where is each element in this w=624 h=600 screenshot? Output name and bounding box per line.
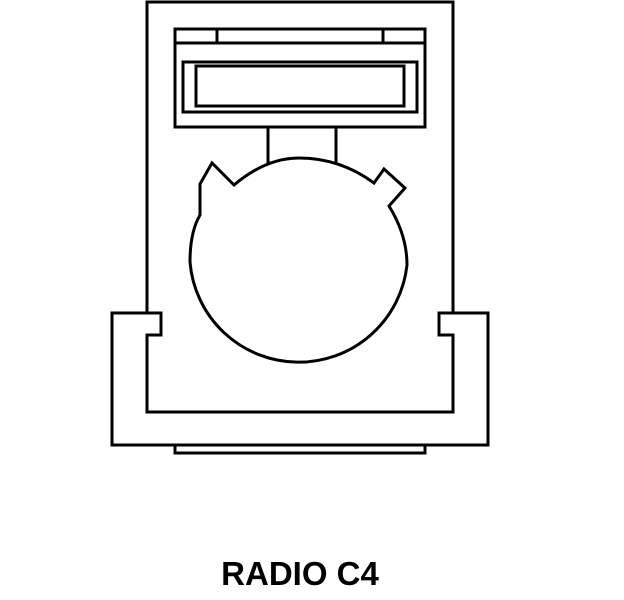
latch-window-outer xyxy=(181,60,419,114)
latch-top-tab xyxy=(215,27,385,45)
round-socket xyxy=(188,156,409,364)
latch-window-inner xyxy=(194,64,406,108)
stem xyxy=(266,125,338,165)
mounting-bracket xyxy=(110,311,490,447)
base-strip xyxy=(173,443,427,455)
connector-diagram xyxy=(110,0,490,455)
diagram-caption: RADIO C4 xyxy=(221,555,379,592)
